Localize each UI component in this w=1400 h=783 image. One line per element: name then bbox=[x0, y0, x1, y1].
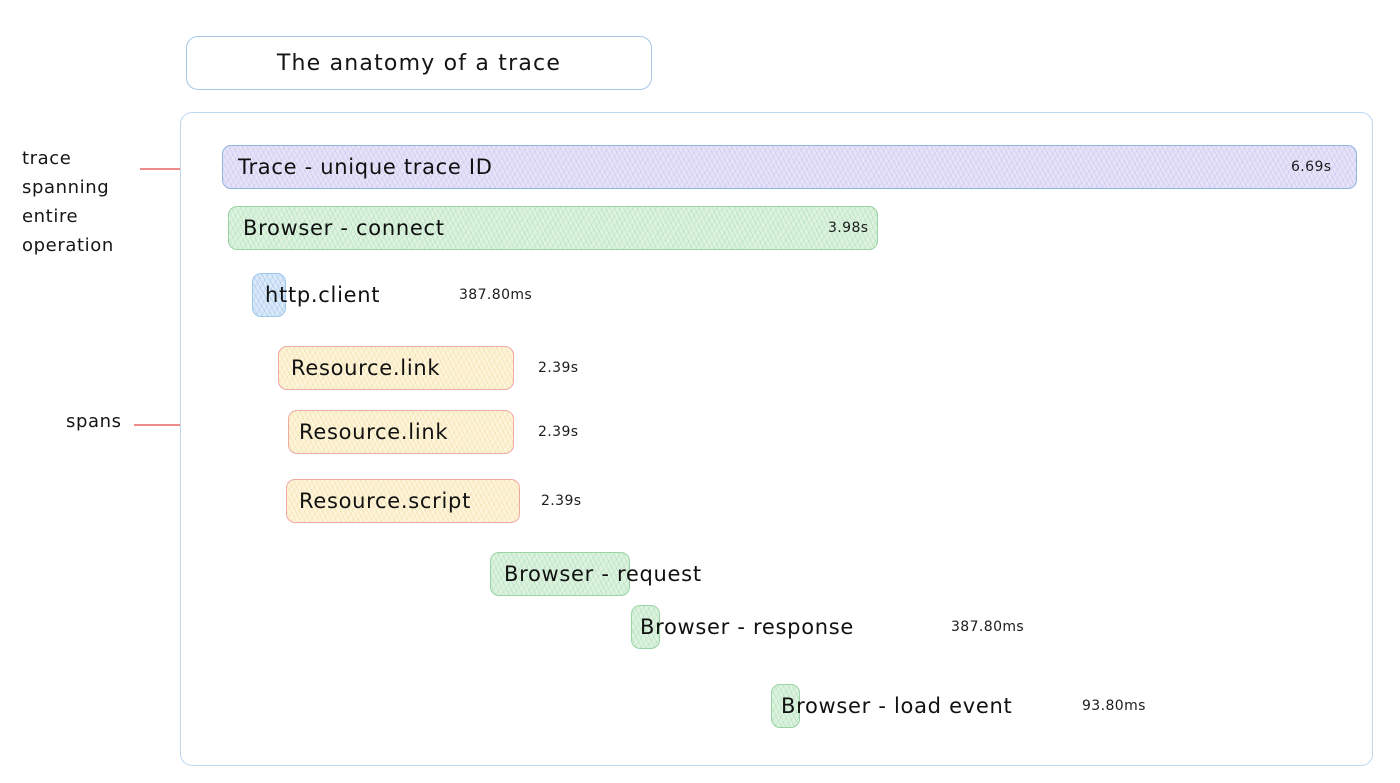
span-bar-http-client[interactable] bbox=[252, 273, 286, 317]
span-duration-browser-response: 387.80ms bbox=[951, 619, 1025, 635]
diagram-title-box: The anatomy of a trace bbox=[186, 36, 652, 90]
span-row-resource-script[interactable]: Resource.script 2.39s bbox=[0, 479, 1400, 523]
span-row-resource-link-1[interactable]: Resource.link 2.39s bbox=[0, 346, 1400, 390]
span-label-resource-link-1: Resource.link bbox=[291, 356, 441, 380]
span-bar-browser-request[interactable] bbox=[490, 552, 630, 596]
span-duration-trace: 6.69s bbox=[1291, 159, 1332, 175]
span-bar-resource-script[interactable] bbox=[286, 479, 520, 523]
span-label-http-client: http.client bbox=[265, 283, 381, 307]
spans-annotation-leader-line bbox=[134, 424, 212, 426]
span-row-http-client[interactable]: http.client 387.80ms bbox=[0, 273, 1400, 317]
span-bar-browser-response[interactable] bbox=[631, 605, 660, 649]
span-label-trace: Trace - unique trace ID bbox=[238, 155, 493, 179]
span-row-resource-link-2[interactable]: Resource.link 2.39s bbox=[0, 410, 1400, 454]
span-label-browser-response: Browser - response bbox=[640, 615, 855, 639]
span-duration-browser-load-event: 93.80ms bbox=[1082, 698, 1146, 714]
span-duration-resource-link-1: 2.39s bbox=[538, 360, 579, 376]
trace-annotation-label: trace spanning entire operation bbox=[22, 148, 114, 256]
span-label-browser-connect: Browser - connect bbox=[243, 216, 445, 240]
span-row-trace[interactable]: Trace - unique trace ID 6.69s bbox=[0, 145, 1400, 189]
span-row-browser-request[interactable]: Browser - request bbox=[0, 552, 1400, 596]
span-row-browser-connect[interactable]: Browser - connect 3.98s bbox=[0, 206, 1400, 250]
span-bar-resource-link-2[interactable] bbox=[288, 410, 514, 454]
spans-annotation-label: spans bbox=[66, 411, 122, 432]
span-label-browser-request: Browser - request bbox=[504, 562, 702, 586]
span-label-resource-link-2: Resource.link bbox=[299, 420, 449, 444]
span-duration-browser-connect: 3.98s bbox=[828, 220, 869, 236]
span-bar-browser-connect[interactable] bbox=[228, 206, 878, 250]
span-label-browser-load-event: Browser - load event bbox=[781, 694, 1013, 718]
span-duration-resource-link-2: 2.39s bbox=[538, 424, 579, 440]
span-bar-browser-load-event[interactable] bbox=[771, 684, 800, 728]
span-bar-resource-link-1[interactable] bbox=[278, 346, 514, 390]
span-row-browser-load-event[interactable]: Browser - load event 93.80ms bbox=[0, 684, 1400, 728]
span-duration-resource-script: 2.39s bbox=[541, 493, 582, 509]
trace-annotation-leader-line bbox=[140, 168, 212, 170]
span-row-browser-response[interactable]: Browser - response 387.80ms bbox=[0, 605, 1400, 649]
span-bar-trace[interactable] bbox=[222, 145, 1357, 189]
span-label-resource-script: Resource.script bbox=[299, 489, 471, 513]
span-duration-http-client: 387.80ms bbox=[459, 287, 533, 303]
page-title: The anatomy of a trace bbox=[276, 50, 562, 76]
